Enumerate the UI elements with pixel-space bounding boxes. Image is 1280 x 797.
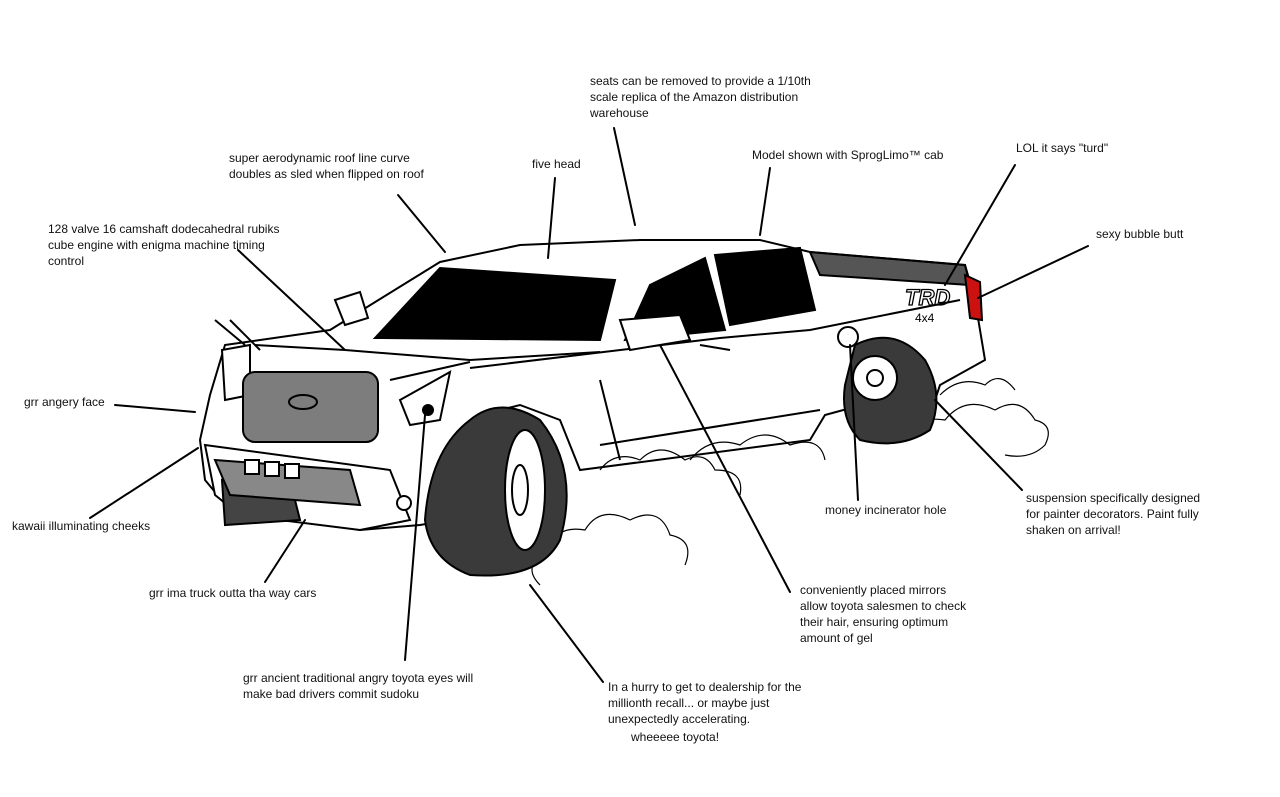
annotation-cheeks: kawaii illuminating cheeks: [12, 519, 151, 533]
rear-side-window: [713, 246, 817, 327]
annotation-hurry: In a hurry to get to dealership for the …: [608, 680, 802, 726]
front-wheel: [423, 406, 568, 577]
annotation-grr-truck: grr ima truck outta tha way cars: [149, 586, 317, 600]
windshield: [372, 266, 617, 342]
annotation-mirrors: conveniently placed mirrors allow toyota…: [800, 583, 967, 645]
trd-badge: TRD 4x4: [904, 284, 951, 325]
annotation-suspension: suspension specifically designed for pai…: [1026, 491, 1201, 537]
tail-light: [963, 273, 984, 322]
leader-lines: [89, 127, 1089, 683]
annotation-money-hole: money incinerator hole: [825, 503, 947, 517]
annotation-lol: LOL it says "turd": [1016, 141, 1109, 155]
annotation-angery-face: grr angery face: [24, 395, 105, 409]
bed-cover: [808, 250, 972, 287]
annotation-five-head: five head: [532, 157, 581, 171]
dust-clouds: [531, 378, 1049, 586]
svg-text:TRD: TRD: [905, 285, 950, 310]
annotation-bubble-butt: sexy bubble butt: [1096, 227, 1184, 241]
annotation-engine: 128 valve 16 camshaft dodecahedral rubik…: [48, 222, 280, 268]
annotation-roof: super aerodynamic roof line curve double…: [229, 151, 424, 181]
side-mirror: [618, 313, 692, 352]
rear-wheel: [843, 336, 938, 445]
svg-text:4x4: 4x4: [915, 311, 935, 325]
annotation-eyes: grr ancient traditional angry toyota eye…: [243, 671, 474, 701]
annotation-seats: seats can be removed to provide a 1/10th…: [590, 74, 811, 120]
truck-body: [198, 239, 987, 532]
annotation-model: Model shown with SprogLimo™ cab: [752, 148, 944, 162]
annotation-wheeeee: wheeeee toyota!: [631, 730, 720, 744]
